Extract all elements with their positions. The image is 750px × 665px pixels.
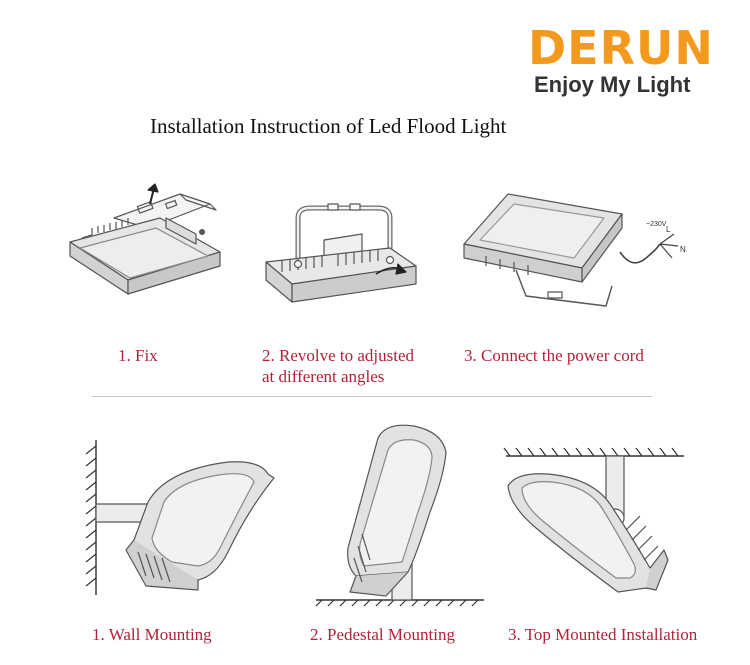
mounting-3-label: 3. Top Mounted Installation (508, 625, 698, 644)
bracket-rotate-icon (258, 200, 423, 315)
step-2-label-line-1: 2. Revolve to adjusted (262, 346, 415, 365)
brand-name: DERUN (528, 21, 714, 75)
pedestal-mount-icon (316, 416, 486, 606)
power-cord-icon: L N ~230V (456, 186, 686, 316)
section-divider (92, 396, 652, 397)
page-title: Installation Instruction of Led Flood Li… (150, 114, 507, 138)
wire-label-neutral: N (680, 245, 686, 254)
brand-logo: DERUN Enjoy My Light (528, 22, 738, 102)
wall-mount-icon (78, 440, 278, 595)
mounting-2-label: 2. Pedestal Mounting (310, 625, 455, 644)
wire-label-voltage: ~230V (646, 221, 667, 228)
step-1-label: 1. Fix (118, 346, 158, 365)
fixing-bracket-lift-icon (62, 184, 237, 309)
mounting-1-label: 1. Wall Mounting (92, 625, 212, 644)
step-3-label: 3. Connect the power cord (464, 346, 644, 365)
wire-label-live: L (666, 225, 671, 234)
brand-tagline: Enjoy My Light (534, 72, 691, 97)
ceiling-mount-icon (500, 446, 690, 596)
step-2-label-line-2: at different angles (262, 367, 385, 386)
